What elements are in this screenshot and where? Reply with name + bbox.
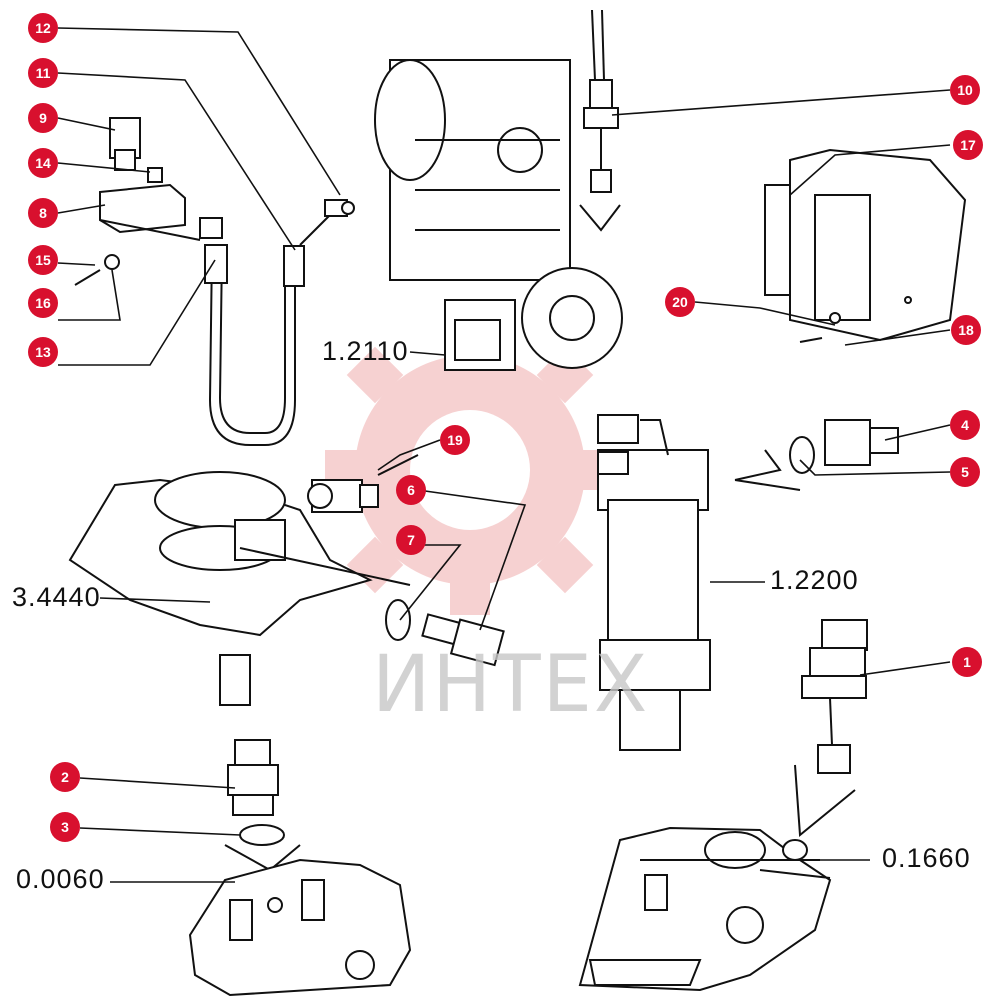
ref-label-1-2110: 1.2110	[322, 336, 409, 366]
leader-lines	[57, 27, 951, 883]
ref-label-1-2200: 1.2200	[770, 565, 859, 595]
sensor-2	[219, 654, 301, 872]
callout-5[interactable]: 5	[950, 457, 980, 487]
callout-11[interactable]: 11	[28, 58, 58, 88]
callout-1[interactable]: 1	[952, 647, 982, 677]
ref-label-0-1660: 0.1660	[882, 843, 971, 873]
plate-3-4440	[68, 471, 411, 637]
callout-9[interactable]: 9	[28, 103, 58, 133]
callout-8[interactable]: 8	[28, 198, 58, 228]
watermark-text: ИНТЕХ	[372, 640, 650, 730]
callout-6[interactable]: 6	[396, 475, 426, 505]
ref-label-3-4440: 3.4440	[12, 582, 101, 612]
callout-18[interactable]: 18	[951, 315, 981, 345]
heater-unit-1-2110	[374, 59, 623, 371]
callout-20[interactable]: 20	[665, 287, 695, 317]
callout-12[interactable]: 12	[28, 13, 58, 43]
callout-7[interactable]: 7	[396, 525, 426, 555]
bracket-assembly	[74, 117, 223, 286]
callout-17[interactable]: 17	[953, 130, 983, 160]
hose-assembly	[204, 199, 355, 446]
callout-15[interactable]: 15	[28, 245, 58, 275]
callout-13[interactable]: 13	[28, 337, 58, 367]
engine-block-0-0060	[188, 858, 412, 997]
sensor-4	[789, 419, 899, 474]
callout-2[interactable]: 2	[50, 762, 80, 792]
sensor-10	[579, 9, 621, 232]
callout-10[interactable]: 10	[950, 75, 980, 105]
sensor-1	[794, 619, 868, 837]
engine-block-0-1660	[578, 826, 832, 992]
callout-19[interactable]: 19	[440, 425, 470, 455]
callout-4[interactable]: 4	[950, 410, 980, 440]
sensor-19	[307, 454, 419, 513]
ref-label-0-0060: 0.0060	[16, 864, 105, 894]
panel-assembly	[764, 148, 967, 343]
heater-unit-1-2200	[597, 414, 801, 751]
callout-3[interactable]: 3	[50, 812, 80, 842]
callout-14[interactable]: 14	[28, 148, 58, 178]
sensor-6	[385, 599, 505, 667]
callout-16[interactable]: 16	[28, 288, 58, 318]
